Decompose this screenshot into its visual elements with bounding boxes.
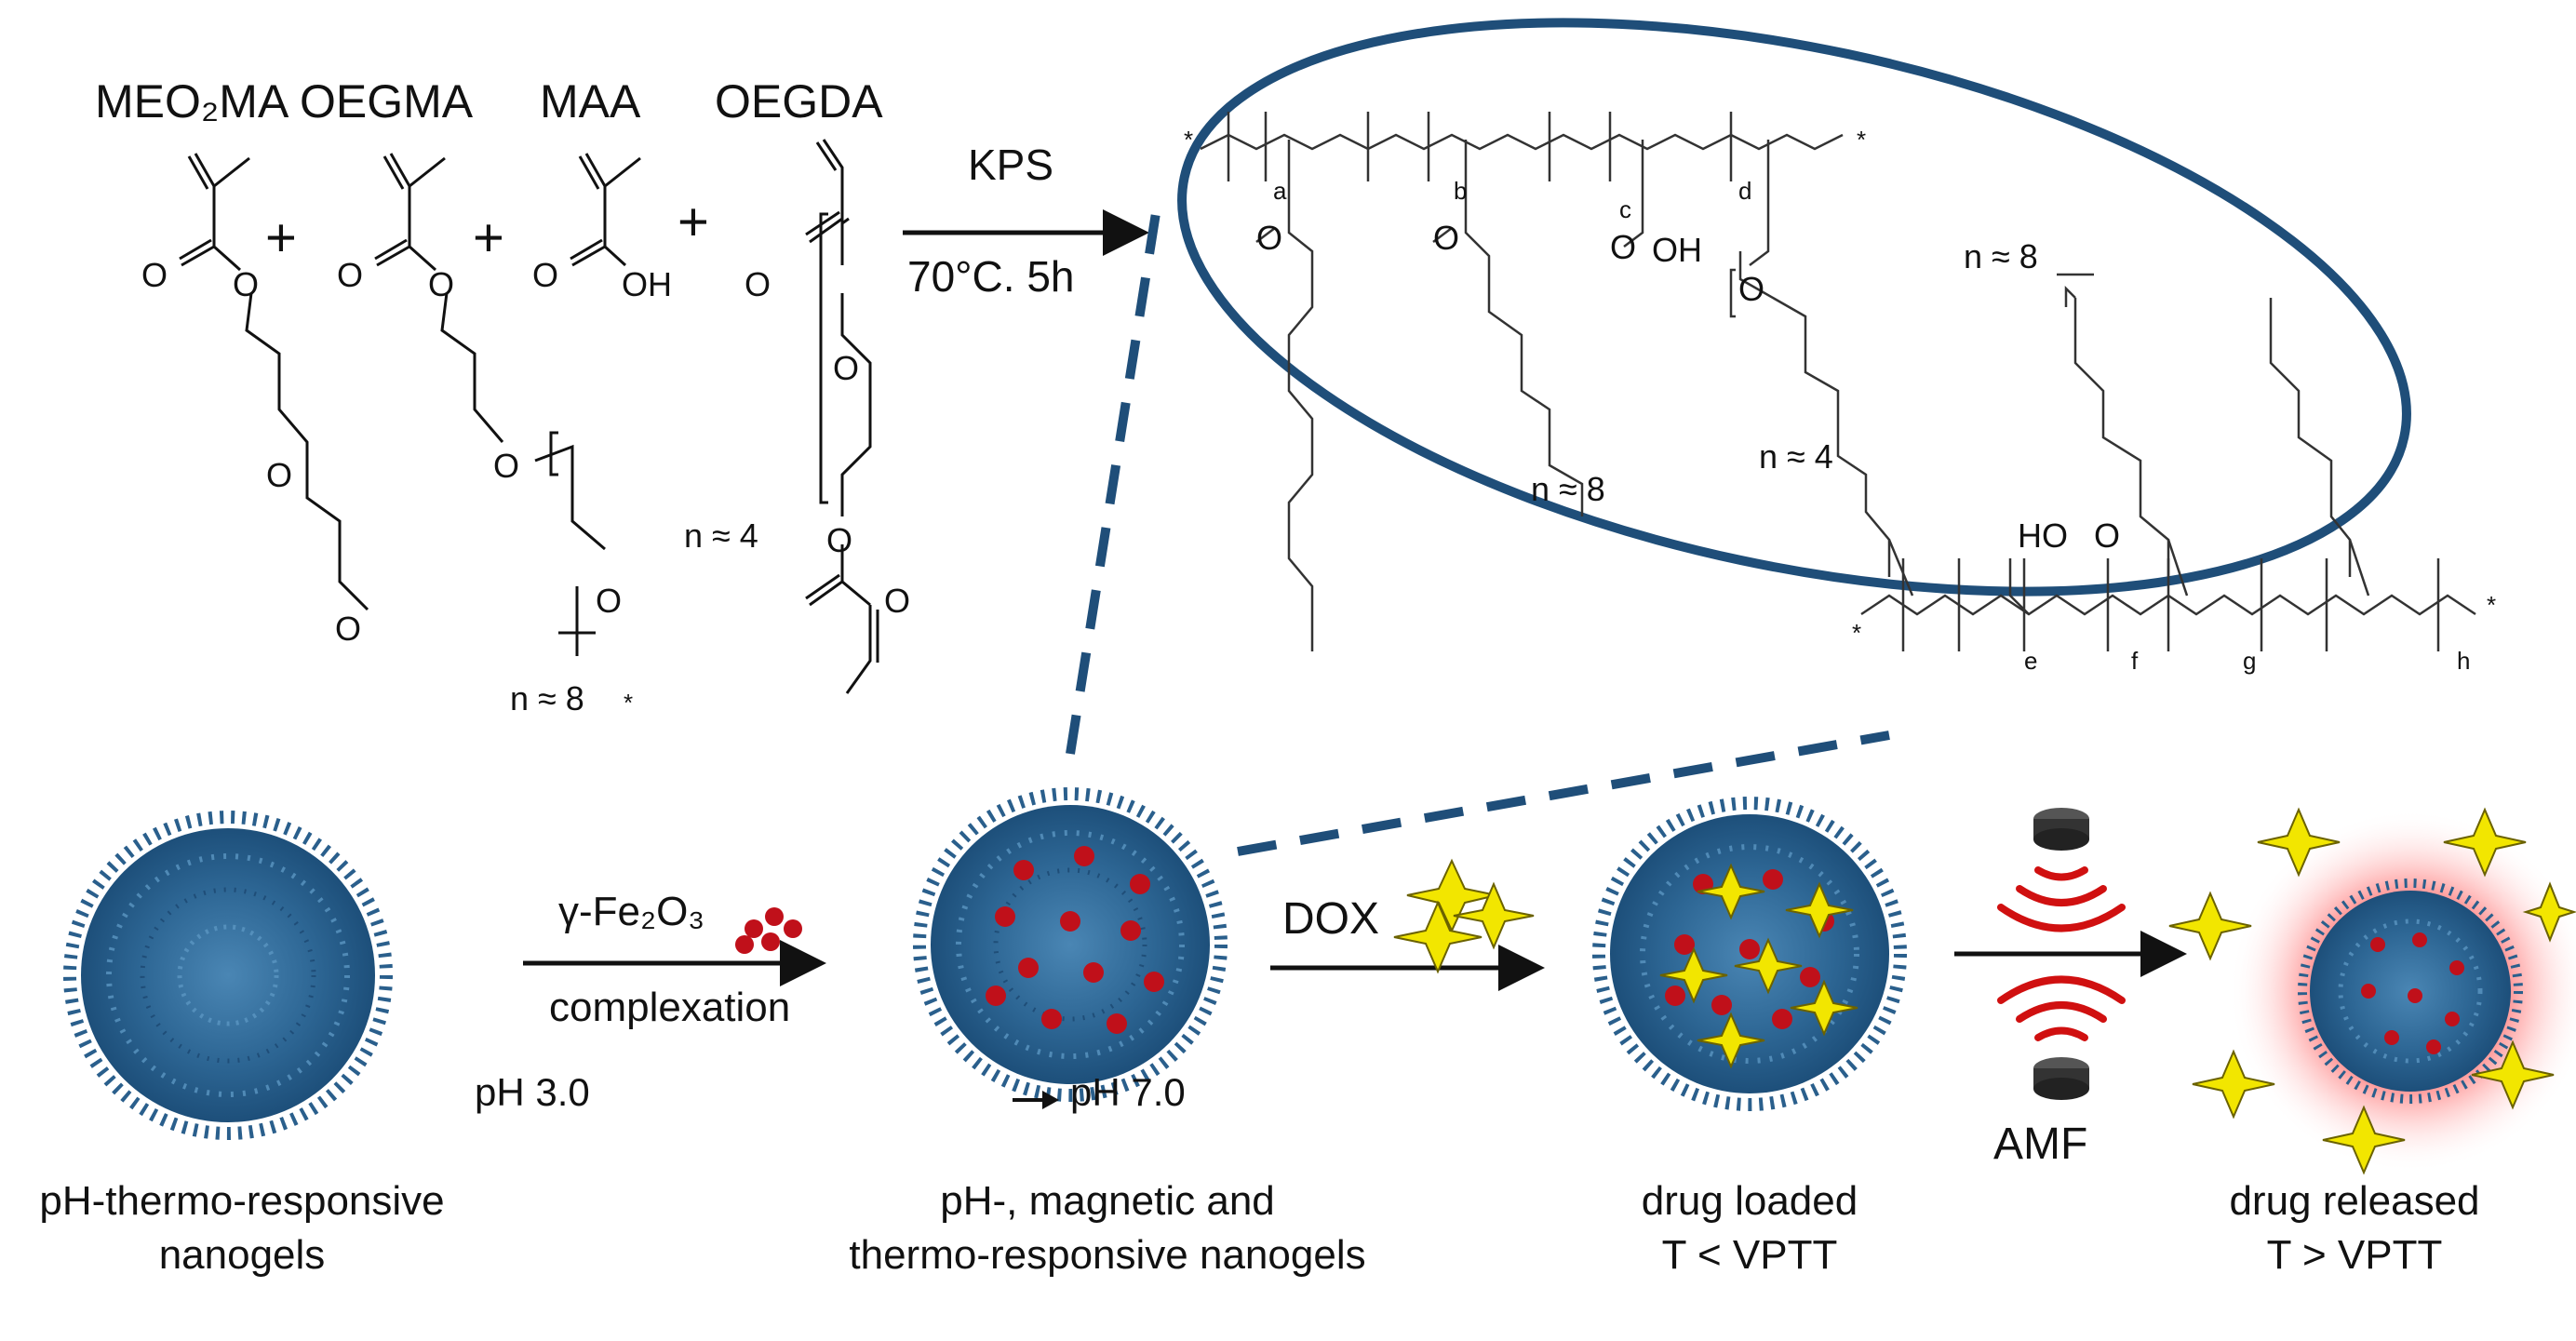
caption-drug-loaded: drug loaded T < VPTT: [1573, 1174, 1926, 1282]
caption-magnetic-nanogels-line1: pH-, magnetic and: [940, 1178, 1275, 1224]
complexation-label: complexation: [549, 985, 791, 1030]
oegma-structure: [374, 153, 606, 656]
meo2ma-ether-o: O: [266, 456, 293, 494]
oegma-end-o: O: [596, 582, 623, 620]
monomer-oegma-label: OEGMA: [300, 75, 474, 127]
network-repeat-n4: n ≈ 4: [1759, 437, 1833, 476]
released-drug-star-icons: [2168, 807, 2576, 1175]
loaded-drug-star-icons: [1659, 863, 1858, 1069]
network-o-1: O: [1256, 219, 1283, 257]
amf-coil-icon: [2033, 808, 2089, 1100]
network-end-lower-right: *: [2487, 591, 2497, 619]
caption-drug-released-line1: drug released: [2229, 1178, 2480, 1224]
plus-sign-3: +: [678, 192, 709, 252]
iron-oxide-nanoparticles-nanogel-2: [986, 846, 1164, 1034]
oegma-end-group: *: [624, 689, 634, 717]
oegda-repeat-label: n ≈ 4: [684, 516, 758, 555]
subscript-g: g: [2243, 647, 2257, 675]
maa-carbonyl-o: O: [532, 256, 559, 294]
caption-magnetic-nanogels-line2: thermo-responsive nanogels: [849, 1232, 1366, 1278]
oegda-carbonyl-o-2: O: [884, 582, 911, 620]
caption-nanogels-line1: pH-thermo-responsive: [39, 1178, 445, 1224]
network-ho: HO: [2018, 516, 2068, 555]
meo2ma-carbonyl-o: O: [141, 256, 168, 294]
oegda-ester-o-1: O: [833, 349, 860, 387]
subscript-a: a: [1273, 177, 1287, 205]
network-o-3: O: [1610, 228, 1637, 266]
network-repeat-n8-b: n ≈ 8: [1964, 237, 2038, 275]
network-o-4: O: [1738, 270, 1765, 308]
caption-nanogels-line2: nanogels: [158, 1232, 326, 1278]
caption-nanogels: pH-thermo-responsive nanogels: [0, 1174, 484, 1282]
meo2ma-ester-o: O: [233, 265, 260, 303]
caption-drug-loaded-line2: T < VPTT: [1661, 1232, 1838, 1278]
monomer-meo2ma-label: MEO₂MA: [95, 75, 289, 127]
iron-oxide-nanoparticles-nanogel-4: [2361, 932, 2464, 1054]
network-end-lower-left: *: [1852, 619, 1862, 647]
reagent-kps: KPS: [968, 141, 1054, 189]
ph-arrow-head: [1042, 1091, 1059, 1109]
oegma-ester-o: O: [428, 265, 455, 303]
dox-star-icons: [1393, 858, 1535, 974]
monomer-oegda-label: OEGDA: [715, 75, 883, 127]
magnetic-field-waves: [1997, 866, 2126, 1041]
caption-drug-released: drug released T > VPTT: [2159, 1174, 2550, 1282]
oegda-structure: [805, 139, 879, 694]
oegma-carbonyl-o: O: [337, 256, 364, 294]
meo2ma-methoxy-o: O: [335, 610, 362, 648]
zoom-ellipse: [1177, 18, 2411, 597]
amf-label: AMF: [1993, 1120, 2088, 1169]
plus-sign-1: +: [265, 208, 297, 268]
ph-start-label: pH 3.0: [475, 1070, 590, 1114]
reaction-conditions: 70°C. 5h: [907, 252, 1075, 301]
network-o-5: O: [2094, 516, 2121, 555]
maa-hydroxyl: OH: [622, 265, 672, 303]
zoom-line-right: [1237, 731, 1890, 856]
network-end-left: *: [1184, 126, 1194, 154]
network-o-2: O: [1433, 219, 1460, 257]
oegda-ester-o-2: O: [826, 521, 853, 559]
oegda-carbonyl-o-1: O: [745, 265, 771, 303]
subscript-b: b: [1454, 177, 1468, 205]
monomer-maa-label: MAA: [540, 75, 641, 127]
nanogel-2: [913, 787, 1228, 1102]
subscript-e: e: [2024, 647, 2038, 675]
network-repeat-n8-a: n ≈ 8: [1531, 470, 1605, 508]
polymer-network-structure: [1200, 112, 2476, 651]
subscript-c: c: [1619, 195, 1631, 223]
zoom-line-left: [1066, 194, 1163, 755]
maa-structure: [570, 153, 641, 267]
caption-drug-loaded-line1: drug loaded: [1641, 1178, 1858, 1224]
subscript-f: f: [2131, 647, 2139, 675]
caption-magnetic-nanogels: pH-, magnetic and thermo-responsive nano…: [819, 1174, 1396, 1282]
ph-end-label: pH 7.0: [1070, 1070, 1186, 1114]
network-oh: OH: [1652, 231, 1702, 269]
caption-drug-released-line2: T > VPTT: [2266, 1232, 2443, 1278]
fe2o3-cluster-icon: [735, 907, 802, 954]
oegma-repeat-label: n ≈ 8: [510, 679, 584, 717]
subscript-d: d: [1738, 177, 1752, 205]
nanogel-1: [63, 811, 393, 1140]
dox-label: DOX: [1282, 894, 1380, 944]
network-end-right: *: [1857, 126, 1867, 154]
meo2ma-structure: [179, 153, 369, 611]
subscript-h: h: [2457, 647, 2471, 675]
fe2o3-reagent-label: γ-Fe₂O₃: [558, 889, 705, 934]
plus-sign-2: +: [473, 208, 504, 268]
oegma-ether-o: O: [493, 447, 520, 485]
